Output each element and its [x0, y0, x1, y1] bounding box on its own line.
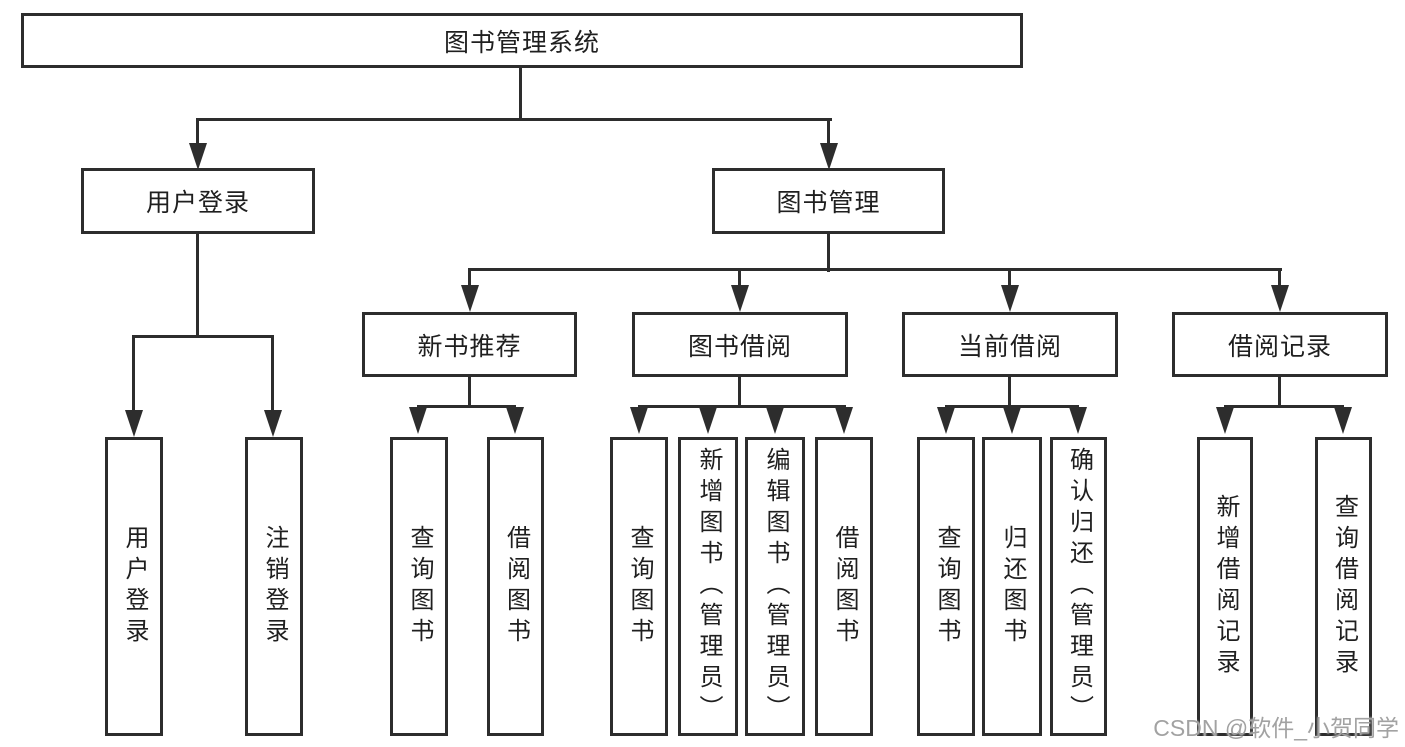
node-label: 图书管理系统 — [443, 28, 600, 57]
node-label: 查询借阅记录 — [1330, 493, 1358, 680]
node-user-login-leaf: 用户登录 — [105, 437, 163, 736]
node-label: 查询图书 — [626, 524, 653, 649]
node-query-borrow-record: 查询借阅记录 — [1315, 437, 1372, 736]
arrowhead-down-icon — [264, 410, 282, 437]
arrowhead-down-icon — [189, 143, 207, 170]
node-confirm-return-admin: 确认归还（管理员） — [1050, 437, 1107, 736]
node-label: 查询图书 — [406, 524, 433, 649]
node-new-book-recommendation: 新书推荐 — [362, 312, 577, 377]
connector-line — [468, 268, 471, 288]
connector-line — [1278, 268, 1281, 288]
arrowhead-down-icon — [1271, 285, 1289, 312]
node-label: 新增图书（管理员） — [695, 447, 722, 726]
node-label: 当前借阅 — [957, 332, 1062, 361]
node-borrowing-records: 借阅记录 — [1172, 312, 1388, 377]
connector-line — [1008, 375, 1011, 408]
arrowhead-down-icon — [630, 407, 648, 434]
node-library-management-system: 图书管理系统 — [21, 13, 1023, 68]
connector-line — [1008, 268, 1011, 288]
arrowhead-down-icon — [820, 143, 838, 170]
node-query-books: 查询图书 — [610, 437, 668, 736]
connector-line — [468, 268, 1282, 271]
connector-line — [827, 232, 830, 272]
node-logout-leaf: 注销登录 — [245, 437, 303, 736]
node-user-login-branch: 用户登录 — [81, 168, 315, 234]
node-borrow-books: 借阅图书 — [815, 437, 873, 736]
arrowhead-down-icon — [1001, 285, 1019, 312]
node-add-books-admin: 新增图书（管理员） — [678, 437, 738, 736]
arrowhead-down-icon — [937, 407, 955, 434]
arrowhead-down-icon — [1003, 407, 1021, 434]
connector-line — [271, 335, 274, 413]
connector-line — [468, 375, 471, 408]
arrowhead-down-icon — [461, 285, 479, 312]
connector-line — [945, 405, 1079, 408]
node-label: 编辑图书（管理员） — [762, 447, 789, 726]
node-label: 借阅图书 — [502, 524, 530, 649]
csdn-watermark: CSDN @软件_小贺同学 — [1153, 715, 1399, 741]
node-edit-books-admin: 编辑图书（管理员） — [745, 437, 805, 736]
node-current-borrowing: 当前借阅 — [902, 312, 1118, 377]
connector-line — [638, 405, 846, 408]
node-label: 借阅记录 — [1227, 332, 1332, 361]
connector-line — [196, 232, 199, 338]
arrowhead-down-icon — [731, 285, 749, 312]
arrowhead-down-icon — [766, 407, 784, 434]
node-label: 用户登录 — [121, 524, 148, 649]
connector-line — [738, 375, 741, 408]
node-book-borrowing: 图书借阅 — [632, 312, 848, 377]
connector-line — [1278, 375, 1281, 408]
connector-line — [519, 66, 522, 120]
connector-line — [196, 118, 199, 148]
connector-line — [827, 118, 830, 148]
node-add-borrow-record: 新增借阅记录 — [1197, 437, 1253, 736]
node-label: 借阅图书 — [831, 524, 858, 649]
arrowhead-down-icon — [1216, 407, 1234, 434]
arrowhead-down-icon — [1069, 407, 1087, 434]
node-label: 查询图书 — [933, 524, 960, 649]
node-label: 图书借阅 — [687, 332, 792, 361]
arrowhead-down-icon — [699, 407, 717, 434]
connector-line — [417, 405, 516, 408]
node-label: 新书推荐 — [417, 332, 522, 361]
connector-line — [196, 118, 832, 121]
node-return-books: 归还图书 — [982, 437, 1042, 736]
arrowhead-down-icon — [835, 407, 853, 434]
connector-line — [738, 268, 741, 288]
connector-line — [1224, 405, 1344, 408]
connector-line — [132, 335, 135, 413]
arrowhead-down-icon — [409, 407, 427, 434]
node-label: 注销登录 — [261, 524, 288, 649]
arrowhead-down-icon — [125, 410, 143, 437]
node-book-management-branch: 图书管理 — [712, 168, 945, 234]
node-label: 图书管理 — [776, 189, 881, 217]
node-label: 用户登录 — [145, 189, 250, 217]
node-query-books: 查询图书 — [390, 437, 448, 736]
node-label: 归还图书 — [999, 524, 1026, 649]
connector-line — [133, 335, 274, 338]
node-label: 确认归还（管理员） — [1065, 447, 1093, 726]
arrowhead-down-icon — [506, 407, 524, 434]
node-borrow-books: 借阅图书 — [487, 437, 544, 736]
arrowhead-down-icon — [1334, 407, 1352, 434]
node-label: 新增借阅记录 — [1212, 493, 1239, 680]
node-query-books: 查询图书 — [917, 437, 975, 736]
